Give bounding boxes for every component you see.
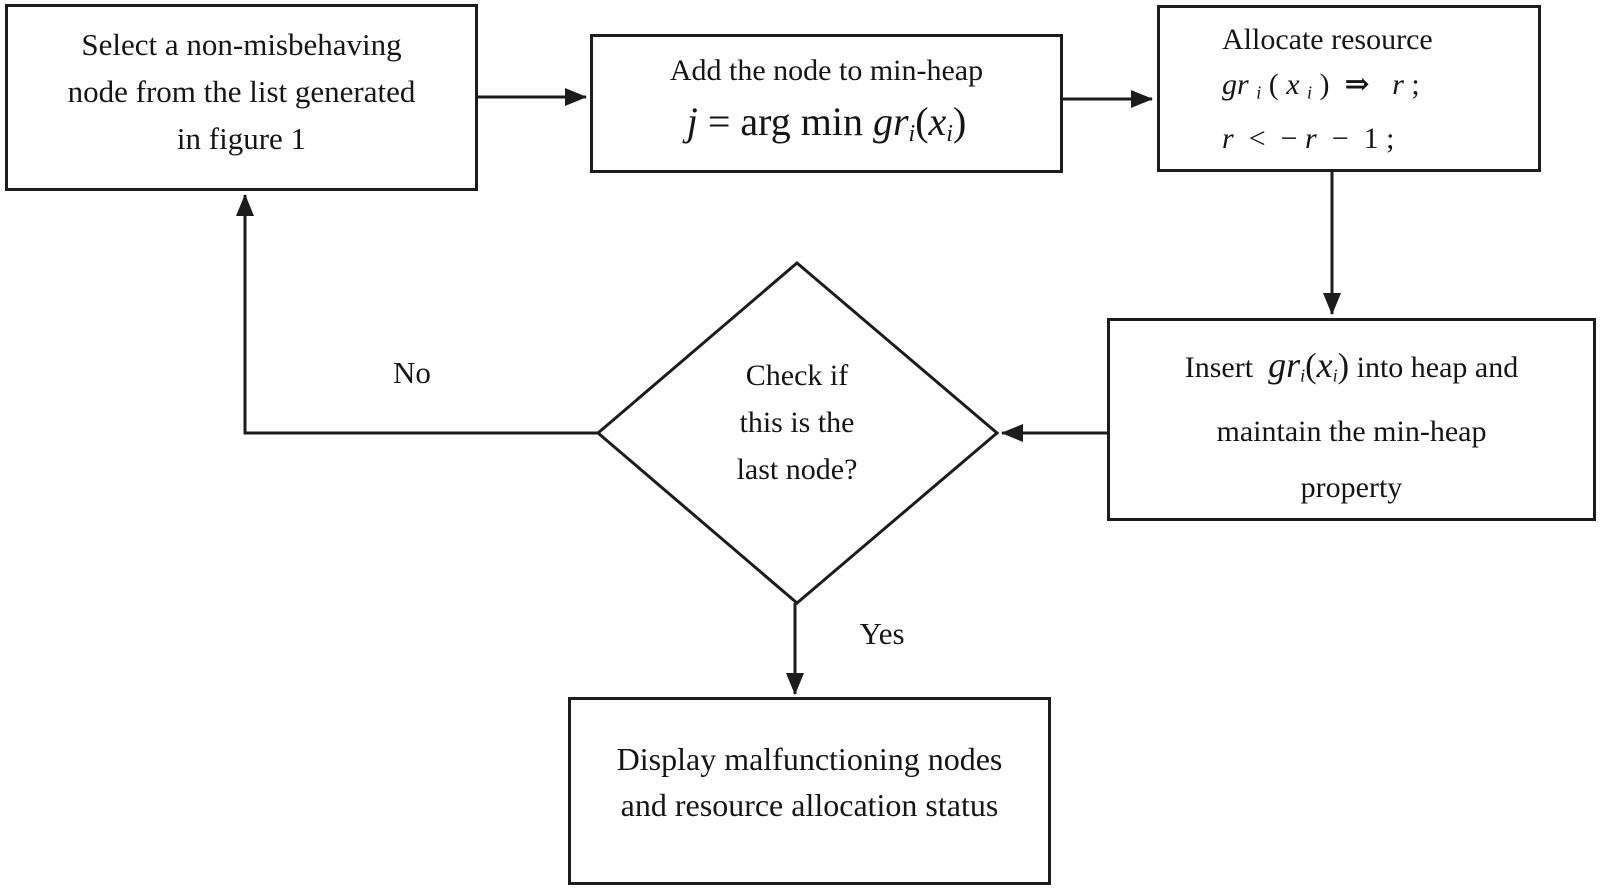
node-select-line-1: Select a non-misbehaving <box>81 27 402 62</box>
node-insert-line-3: property <box>1300 470 1403 504</box>
node-display-line-1: Display malfunctioning nodes <box>616 741 1003 777</box>
decision-line-3: last node? <box>736 453 858 486</box>
node-allocate-formula-1: gr i ( x i ) ⇒ r ; <box>1222 68 1420 103</box>
node-display-line-2: and resource allocation status <box>620 787 999 823</box>
node-insert-line-2: maintain the min-heap <box>1216 414 1487 448</box>
node-select-line-2: node from the list generated <box>67 74 416 109</box>
node-select-nonmisbehaving: Select a non-misbehaving node from the l… <box>5 4 478 191</box>
decision-line-1: Check if <box>745 359 849 392</box>
edge-label-yes: Yes <box>859 616 905 651</box>
node-allocate-resource: Allocate resource gr i ( x i ) ⇒ r ; r <… <box>1157 5 1541 172</box>
node-add-to-minheap: Add the node to min-heap j = arg min gri… <box>590 34 1063 173</box>
edge-check-no-to-select <box>236 194 598 435</box>
node-display-results: Display malfunctioning nodes and resourc… <box>568 697 1051 885</box>
node-select-line-3: in figure 1 <box>176 121 307 156</box>
node-insert-into-heap: Insert gri(xi) into heap and maintain th… <box>1107 318 1596 521</box>
node-add-line-1: Add the node to min-heap <box>669 54 984 87</box>
decision-check-last-node: Check if this is the last node? <box>672 352 922 493</box>
node-allocate-line-1: Allocate resource <box>1222 23 1433 56</box>
node-allocate-formula-2: r < − r − 1 ; <box>1222 121 1395 155</box>
decision-line-2: this is the <box>739 406 855 439</box>
node-insert-line-1: Insert gri(xi) into heap and <box>1184 345 1519 386</box>
decision-diamond-shape <box>595 261 1000 605</box>
edge-label-no: No <box>393 355 431 390</box>
node-add-formula: j = arg min gri(xi) <box>686 99 967 147</box>
